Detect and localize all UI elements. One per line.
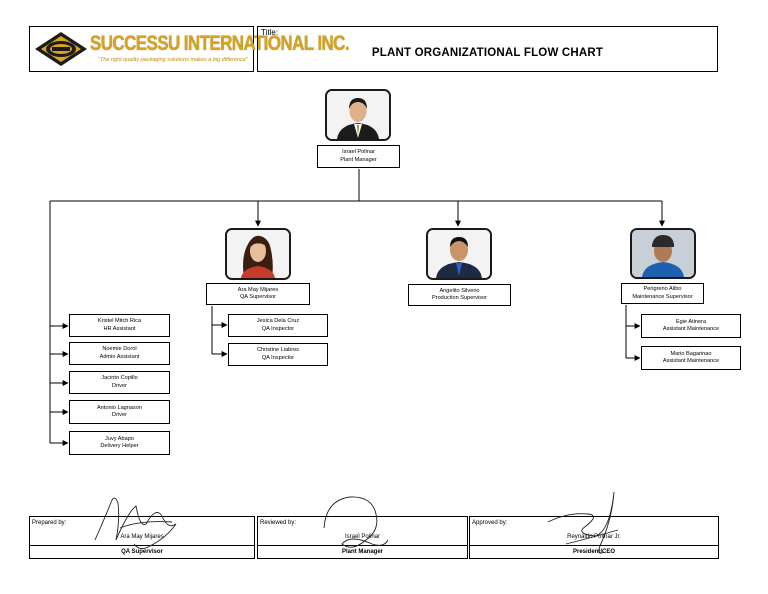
node-role: QA Supervisor [239, 294, 277, 300]
person-photo-icon [632, 230, 694, 277]
node-role: HR Assistant [103, 325, 136, 332]
signature-label: Prepared by: [32, 520, 67, 526]
photo-production-supervisor [426, 228, 492, 280]
node-role: QA Inspector [261, 325, 295, 332]
signature-title: President/CEO [470, 545, 718, 558]
node-qa-supervisor: Ara May Mijares QA Supervisor [206, 283, 310, 305]
title-label: Title: [261, 28, 279, 37]
node-left-staff: Juvy Abapo Delivery Helper [69, 431, 170, 455]
node-name: Christine Liabres [257, 347, 299, 353]
page-title: PLANT ORGANIZATIONAL FLOW CHART [371, 47, 604, 59]
node-plant-manager: Israel Polinar Plant Manager [317, 145, 400, 168]
signature-title: QA Supervisor [30, 545, 254, 558]
signature-approved: Approved by: Reynaldo Polinar Jr. Presid… [469, 516, 719, 559]
node-production-supervisor: Angelito Silverio Production Supervisor [408, 284, 511, 306]
node-role: Assistant Maintenance [662, 326, 720, 332]
node-left-staff: Jacinto Copillo Driver [69, 371, 170, 394]
node-role: Admin Assistant [99, 353, 140, 360]
node-maintenance-staff: Mario Bagarinao Assistant Maintenance [641, 346, 741, 370]
person-photo-icon [327, 91, 389, 139]
node-left-staff: Kristel Mitch Rica HR Assistant [69, 314, 170, 337]
node-maintenance-supervisor: Perigreno Alibo Maintenance Supervisor [621, 283, 704, 304]
node-role: Plant Manager [340, 156, 377, 163]
signature-name: Reynaldo Polinar Jr. [567, 534, 621, 540]
node-left-staff: Antonio Lagnason Driver [69, 400, 170, 424]
signature-label: Approved by: [472, 520, 508, 526]
node-name: Juvy Abapo [105, 435, 134, 442]
node-role: Production Supervisor [431, 295, 488, 301]
node-name: Jesica Dela Cruz [256, 318, 300, 324]
node-name: Antonio Lagnason [96, 404, 143, 411]
title-box: Title: PLANT ORGANIZATIONAL FLOW CHART [257, 26, 718, 72]
photo-maintenance-supervisor [630, 228, 696, 279]
node-role: Assistant Maintenance [662, 358, 720, 364]
node-role: QA Inspector [261, 354, 295, 361]
node-name: Noemie Dorol [102, 346, 137, 352]
node-name: Angelito Silverio [439, 287, 480, 294]
node-name: Perigreno Alibo [643, 286, 682, 292]
node-name: Kristel Mitch Rica [97, 318, 142, 324]
node-name: Egie Atinera [675, 318, 707, 325]
signature-name: Israel Polinar [344, 534, 380, 540]
photo-plant-manager [325, 89, 391, 141]
person-photo-icon [227, 230, 289, 278]
node-qa-staff: Christine Liabres QA Inspector [228, 343, 328, 366]
node-maintenance-staff: Egie Atinera Assistant Maintenance [641, 314, 741, 338]
node-role: Delivery Helper [100, 443, 139, 449]
signature-label: Reviewed by: [260, 520, 297, 526]
node-name: Jacinto Copillo [101, 375, 138, 381]
node-qa-staff: Jesica Dela Cruz QA Inspector [228, 314, 328, 337]
signature-prepared: Prepared by: Ara May Mijares QA Supervis… [29, 516, 255, 559]
signature-name: Ara May Mijares [120, 534, 164, 540]
signature-reviewed: Reviewed by: Israel Polinar Plant Manage… [257, 516, 468, 559]
company-emblem-icon [35, 32, 87, 66]
node-role: Driver [112, 382, 127, 389]
node-name: Israel Polinar [342, 149, 375, 155]
node-name: Ara May Mijares [237, 286, 279, 293]
node-role: Driver [112, 412, 127, 418]
person-photo-icon [428, 230, 490, 278]
company-name: SUCCESSU INTERNATIONAL INC. [90, 31, 350, 55]
company-logo: SUCCESSU INTERNATIONAL INC. "The right q… [29, 26, 350, 72]
node-left-staff: Noemie Dorol Admin Assistant [69, 342, 170, 365]
node-role: Maintenance Supervisor [632, 293, 693, 300]
signature-title: Plant Manager [258, 545, 467, 558]
photo-qa-supervisor [225, 228, 291, 280]
company-tagline: "The right quality packaging solutions m… [98, 57, 248, 63]
node-name: Mario Bagarinao [670, 350, 712, 357]
